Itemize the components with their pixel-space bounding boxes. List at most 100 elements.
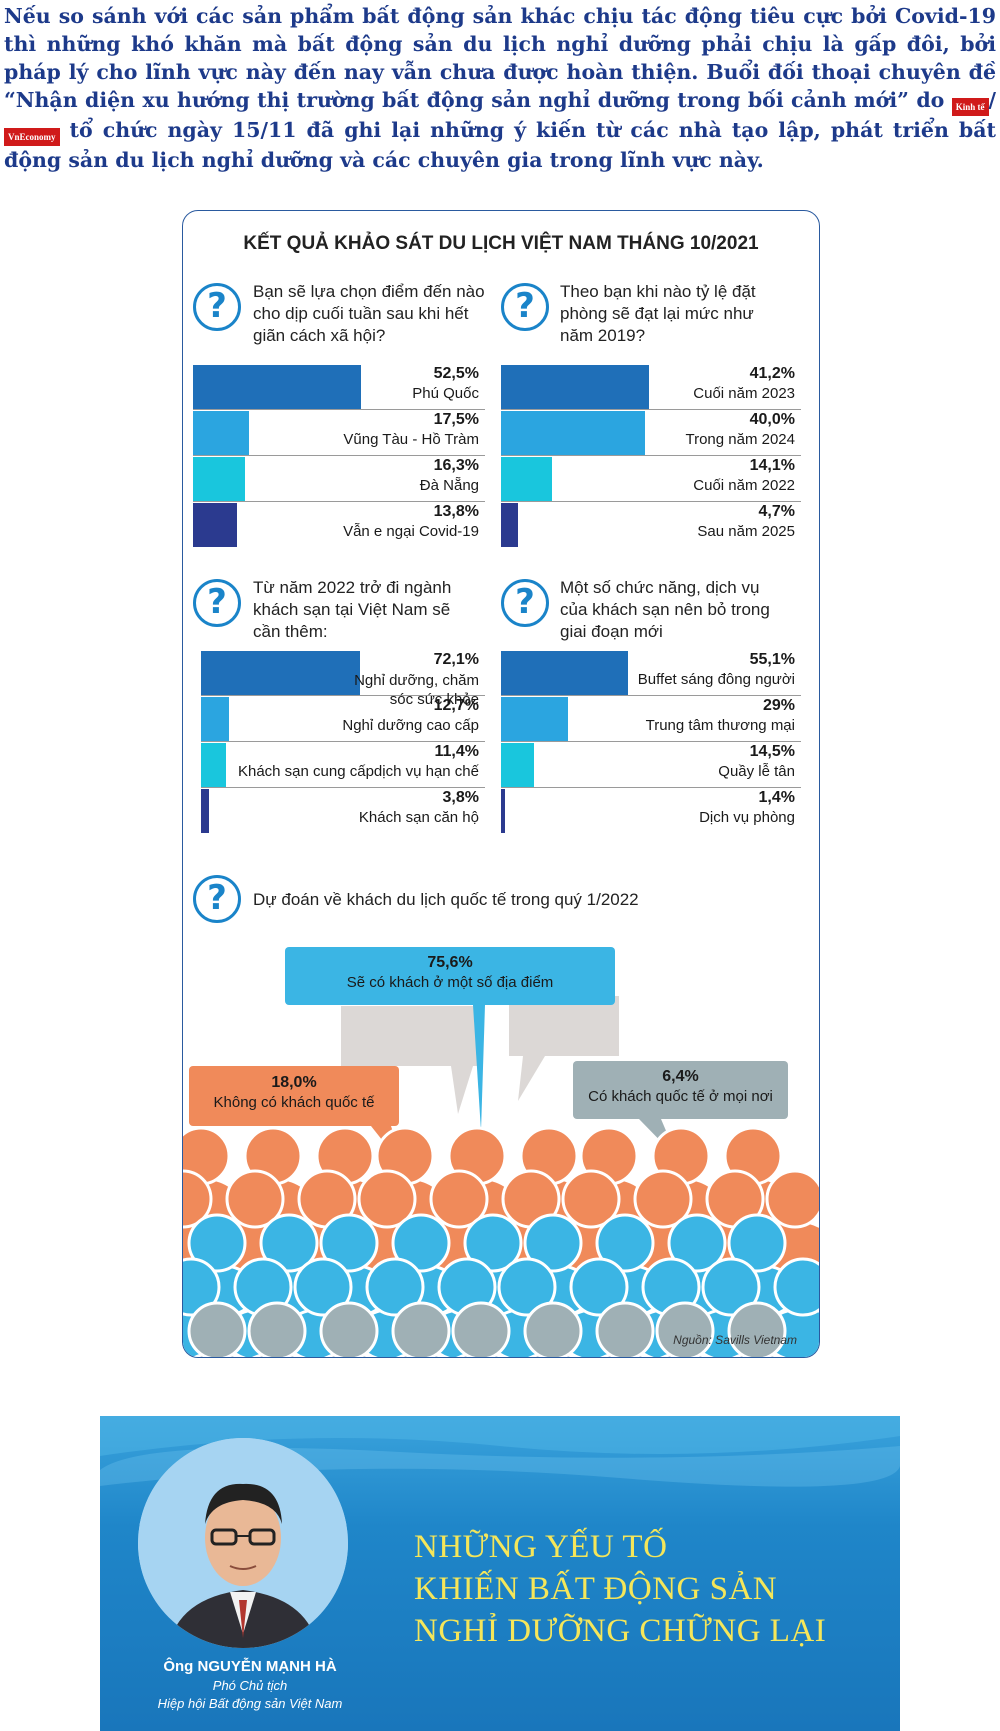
bar-mark	[193, 365, 361, 409]
crowd-person-head	[561, 1169, 621, 1229]
row-divider	[193, 501, 485, 502]
bar-value-label: 11,4%	[434, 743, 479, 760]
crowd-illustration	[183, 947, 819, 1357]
empty-speech-bubble	[509, 996, 619, 1056]
bar-mark	[201, 743, 227, 787]
banner-title-line-2: KHIẾN BẤT ĐỘNG SẢN	[414, 1571, 778, 1607]
row-divider	[501, 741, 801, 742]
bar-category-label: Sau năm 2025	[697, 523, 795, 540]
section-banner: Ông NGUYỄN MẠNH HÀ Phó Chủ tịch Hiệp hội…	[100, 1416, 900, 1731]
bar-category-label: Vẫn e ngại Covid-19	[343, 523, 479, 540]
bar-value-label: 52,5%	[433, 365, 479, 382]
banner-title: NHỮNG YẾU TỐ KHIẾN BẤT ĐỘNG SẢN NGHỈ DƯỠ…	[414, 1526, 826, 1652]
bar-value-label: 3,8%	[442, 789, 479, 806]
bar-row: 40,0%Trong năm 2024	[501, 409, 801, 456]
crowd-person-head	[463, 1213, 523, 1273]
bar-mark	[201, 789, 210, 833]
bar-value-label: 17,5%	[433, 411, 479, 428]
bar-mark	[501, 789, 505, 833]
intro-text-start: Nếu so sánh với các sản phẩm bất động sả…	[4, 4, 996, 112]
crowd-person-head	[595, 1301, 655, 1357]
crowd-person-head	[523, 1301, 583, 1357]
crowd-person-head	[319, 1301, 379, 1357]
bar-value-label: 29%	[762, 697, 795, 714]
crowd-person-head	[319, 1213, 379, 1273]
bar-value-label: 55,1%	[749, 651, 795, 668]
crowd-person-head	[357, 1169, 417, 1229]
crowd-person-head	[523, 1213, 583, 1273]
bar-category-label: Khách sạn căn hộ	[358, 809, 479, 826]
bubble-right-pct: 6,4%	[662, 1068, 699, 1085]
crowd-person-head	[595, 1213, 655, 1273]
question-2-text: Theo bạn khi nào tỷ lệ đặt phòng sẽ đạt …	[560, 282, 756, 345]
bar-category-label: Cuối năm 2022	[693, 477, 795, 494]
crowd-person-head	[391, 1301, 451, 1357]
bubble-center-bg	[285, 947, 615, 1005]
row-divider	[201, 695, 485, 696]
bar-value-label: 41,2%	[749, 365, 795, 382]
row-divider	[501, 409, 801, 410]
crowd-person-head	[183, 1169, 213, 1229]
question-mark-icon: ?	[193, 875, 241, 923]
bar-category-label: Cuối năm 2023	[693, 385, 795, 402]
bar-mark	[501, 503, 518, 547]
bar-row: 11,4% Khách sạn cung cấpdịch vụ hạn chế	[201, 741, 485, 788]
crowd-person-head	[701, 1257, 761, 1317]
bar-mark	[501, 651, 628, 695]
bar-row: 41,2% Cuối năm 2023	[501, 363, 801, 410]
bar-category-label: Trong năm 2024	[685, 431, 795, 448]
question-4-text: Một số chức năng, dịch vụ của khách sạn …	[560, 578, 770, 641]
crowd-person-head	[293, 1257, 353, 1317]
crowd-person-head	[727, 1301, 787, 1357]
logo-separator: /	[988, 88, 997, 112]
intro-text-end: tổ chức ngày 15/11 đã ghi lại những ý ki…	[4, 118, 996, 172]
bar-value-label: 16,3%	[433, 457, 479, 474]
bubble-center-pct: 75,6%	[427, 954, 473, 971]
row-divider	[501, 501, 801, 502]
banner-title-line-1: NHỮNG YẾU TỐ	[414, 1529, 668, 1565]
bar-value-label: 72,1%	[433, 651, 479, 668]
bar-row: 3,8% Khách sạn căn hộ	[201, 787, 485, 833]
bar-mark	[501, 743, 535, 787]
crowd-person-head	[429, 1169, 489, 1229]
bar-category-label: Khách sạn cung cấpdịch vụ hạn chế	[237, 763, 479, 780]
bar-mark	[501, 457, 552, 501]
bar-value-label: 13,8%	[433, 503, 479, 520]
crowd-person-head	[765, 1169, 819, 1229]
row-divider	[193, 409, 485, 410]
bubble-right-text: 6,4% Có khách quốc tế ở mọi nơi	[573, 1067, 788, 1107]
bar-row: 29%Trung tâm thương mại	[501, 695, 801, 742]
bar-row: 55,1%Buffet sáng đông người	[501, 649, 801, 696]
bar-value-label: 1,4%	[758, 789, 795, 806]
row-divider	[501, 455, 801, 456]
question-5-text: Dự đoán về khách du lịch quốc tế trong q…	[253, 890, 639, 909]
bar-mark	[501, 411, 645, 455]
bar-row: 52,5%Phú Quốc	[193, 363, 485, 410]
crowd-person-head	[497, 1257, 557, 1317]
bar-mark	[193, 503, 238, 547]
row-divider	[193, 455, 485, 456]
crowd-person-head	[187, 1213, 247, 1273]
bar-row: 16,3%Đà Nẵng	[193, 455, 485, 502]
bar-mark	[201, 651, 360, 695]
portrait-frame	[138, 1438, 348, 1648]
bar-category-label: Quầy lễ tân	[718, 763, 795, 780]
question-mark-icon: ?	[193, 579, 241, 627]
bubble-center-text: 75,6% Sẽ có khách ở một số địa điểm	[285, 953, 615, 993]
bar-category-label: Dịch vụ phòng	[699, 809, 795, 826]
bar-category-label: Nghỉ dưỡng cao cấp	[342, 717, 479, 734]
question-3-text: Từ năm 2022 trở đi ngành khách sạn tại V…	[253, 578, 452, 641]
person-name: Ông NGUYỄN MẠNH HÀ	[163, 1658, 337, 1675]
bar-mark	[501, 365, 650, 409]
bar-value-label: 14,5%	[749, 743, 795, 760]
bubble-left-text: 18,0% Không có khách quốc tế	[189, 1073, 399, 1113]
empty-speech-bubble	[341, 1006, 481, 1066]
empty-bubble-tail	[451, 1066, 473, 1114]
bubble-center-label: Sẽ có khách ở một số địa điểm	[346, 974, 554, 991]
source-note: Nguồn: Savills Vietnam	[673, 1333, 797, 1347]
question-mark-icon: ?	[501, 579, 549, 627]
crowd-person-head	[225, 1169, 285, 1229]
bar-row: 17,5%Vũng Tàu - Hồ Tràm	[193, 409, 485, 456]
row-divider	[201, 787, 485, 788]
bar-value-label: 4,7%	[758, 503, 795, 520]
